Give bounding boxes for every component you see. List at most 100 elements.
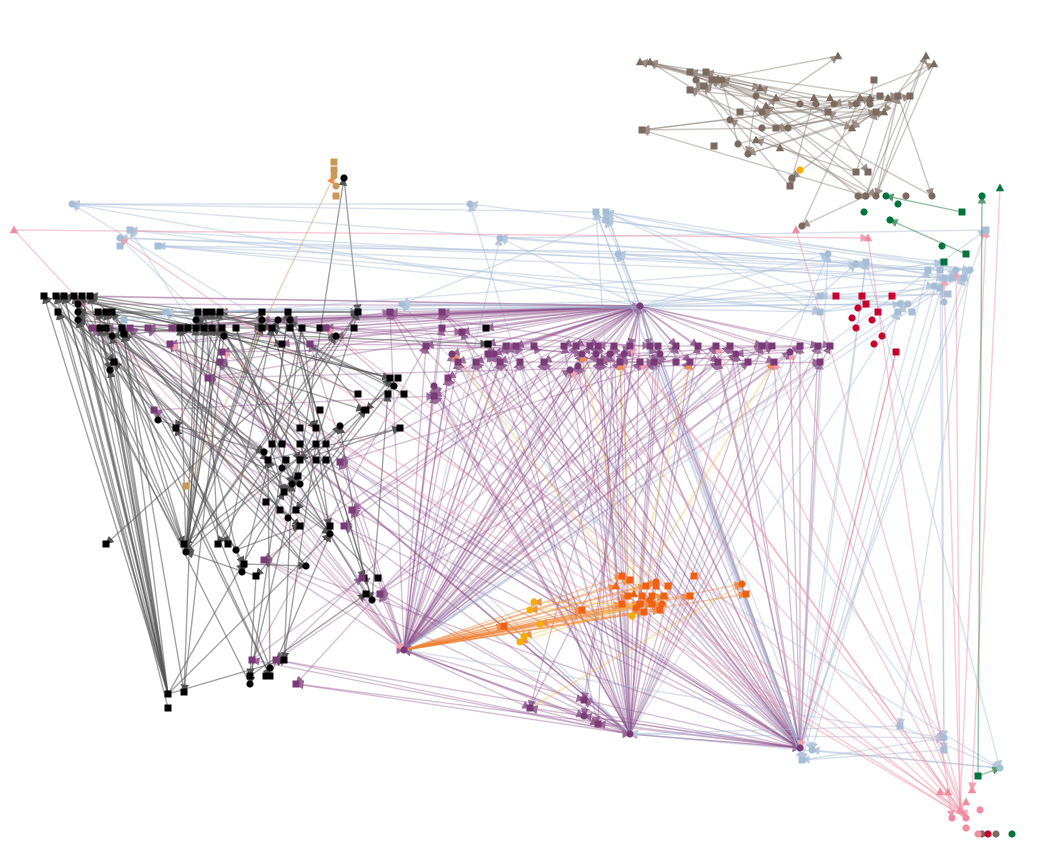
graph-node-crimson-square (832, 292, 840, 300)
graph-edge (325, 305, 641, 332)
graph-edge (799, 253, 832, 749)
graph-edge (499, 229, 987, 243)
graph-node-black-circle (288, 480, 296, 488)
graph-edge (594, 211, 803, 761)
graph-node-crimson-circle (868, 316, 876, 324)
graph-edge (599, 345, 801, 366)
graph-node-crimson-circle (984, 830, 992, 838)
graph-edge (639, 361, 801, 749)
graph-edge (519, 603, 641, 644)
graph-node-orange-square (638, 592, 646, 600)
graph-edge (183, 311, 202, 693)
graph-node-orange-square (640, 608, 648, 616)
graph-node-black-circle (266, 664, 274, 672)
graph-edge (403, 345, 591, 651)
graph-node-steel-circle (996, 764, 1004, 772)
graph-node-steel-circle (904, 300, 912, 308)
graph-node-purple-square (796, 342, 804, 350)
graph-node-purple-circle (626, 730, 634, 738)
graph-node-black-square (86, 292, 94, 300)
graph-node-purple-square (218, 348, 226, 356)
graph-node-crimson-square (888, 292, 896, 300)
graph-edge (111, 335, 245, 565)
graph-edge (605, 209, 945, 279)
graph-edge (788, 351, 967, 819)
graph-edge (283, 483, 296, 661)
graph-node-purple-square (594, 342, 602, 350)
graph-edge (577, 365, 801, 749)
graph-node-purple-square (672, 342, 680, 350)
graph-node-steel-square (116, 242, 124, 250)
graph-node-black-circle (278, 464, 286, 472)
graph-edge (403, 361, 655, 651)
graph-node-purple-square (672, 358, 680, 366)
graph-node-black-square (262, 498, 270, 506)
graph-node-purple-square (126, 324, 134, 332)
graph-node-gold-circle (628, 612, 636, 620)
graph-edge (251, 657, 631, 735)
graph-node-pink-triangle (961, 797, 971, 806)
graph-node-steel-square (908, 308, 916, 316)
graph-node-black-square (70, 292, 78, 300)
graph-edge (185, 311, 224, 553)
graph-node-steel-square (960, 274, 968, 282)
graph-node-taupe-circle (812, 100, 820, 108)
graph-edge (649, 61, 867, 197)
graph-edge (441, 311, 801, 749)
graph-edge (343, 525, 801, 749)
graph-edge (185, 311, 359, 553)
graph-node-purple-square (572, 342, 580, 350)
graph-node-black-circle (74, 316, 82, 324)
graph-edge (403, 345, 773, 651)
graph-node-gold-circle (530, 598, 538, 606)
graph-edge (379, 593, 631, 735)
graph-node-purple-square (512, 342, 520, 350)
graph-node-black-square (216, 308, 224, 316)
graph-edge (639, 305, 831, 349)
graph-edge (403, 361, 461, 651)
graph-edge (389, 311, 631, 735)
graph-edge (801, 195, 867, 227)
graph-edge (280, 443, 317, 661)
graph-edge (403, 361, 479, 651)
graph-edge (403, 581, 743, 651)
graph-node-purple-square (636, 358, 644, 366)
graph-edge (403, 361, 502, 651)
graph-edge (433, 385, 631, 735)
graph-edge (897, 95, 934, 197)
graph-edge (129, 226, 945, 279)
graph-node-black-circle (260, 448, 268, 456)
graph-node-orange-square (660, 592, 668, 600)
graph-node-crimson-circle (848, 314, 856, 322)
graph-node-purple-square (712, 342, 720, 350)
graph-edge (939, 261, 949, 739)
graph-edge (619, 361, 801, 749)
graph-edge (629, 353, 664, 735)
graph-edge (874, 55, 927, 197)
graph-node-purple-circle (430, 382, 438, 390)
graph-edge (639, 251, 829, 307)
graph-edge (867, 237, 956, 819)
graph-edge (641, 125, 777, 135)
graph-node-black-square (40, 292, 48, 300)
graph-edge (715, 361, 801, 749)
graph-edge (403, 607, 583, 651)
graph-node-black-square (386, 374, 394, 382)
graph-node-black-square (384, 390, 392, 398)
graph-edge (855, 260, 971, 271)
graph-edge (403, 345, 763, 651)
graph-node-purple-square (770, 358, 778, 366)
graph-node-black-square (164, 704, 172, 712)
graph-edge (515, 345, 801, 749)
graph-node-purple-square (816, 358, 824, 366)
graph-node-taupe-triangle (809, 93, 819, 102)
graph-node-steel-square (120, 316, 128, 324)
graph-edge (605, 216, 971, 271)
graph-node-steel-circle (68, 200, 76, 208)
graph-node-black-square (102, 324, 110, 332)
graph-node-crimson-square (874, 308, 882, 316)
graph-node-steel-circle (496, 234, 504, 242)
graph-edge (123, 260, 857, 321)
graph-edge (403, 649, 599, 726)
graph-edge (773, 361, 967, 819)
